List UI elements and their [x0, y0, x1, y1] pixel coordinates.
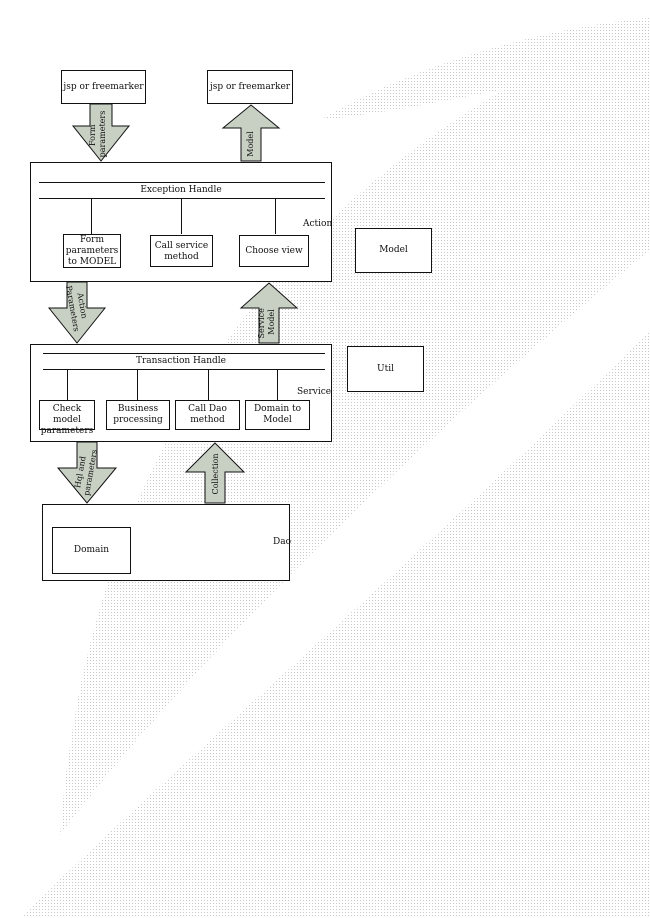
action-connector-1	[91, 198, 92, 234]
util-box: Util	[347, 346, 424, 392]
view-box-left: jsp or freemarker	[61, 70, 146, 104]
action-header: Exception Handle	[140, 185, 222, 195]
model-box: Model	[355, 228, 432, 273]
view-box-right: jsp or freemarker	[207, 70, 293, 104]
arrow-down-action-parameters: Action Parameters	[47, 281, 107, 344]
service-box-business-label: Business processing	[113, 404, 163, 425]
service-box-call-dao-label: Call Dao method	[188, 404, 227, 425]
action-connector-3	[275, 198, 276, 234]
service-box-domain-to-model: Domain to Model	[245, 400, 310, 430]
arrow-label-model: Model	[246, 131, 255, 157]
view-box-left-label: jsp or freemarker	[63, 82, 144, 92]
view-box-right-label: jsp or freemarker	[209, 82, 291, 92]
action-box-choose-view-label: Choose view	[245, 246, 303, 256]
util-box-label: Util	[377, 364, 394, 374]
arrow-up-service-model: Service Model	[239, 282, 299, 344]
arrow-label-form-parameters: Form parameters	[88, 111, 107, 158]
service-header: Transaction Handle	[135, 356, 227, 366]
domain-box-label: Domain	[73, 545, 110, 555]
service-box-business: Business processing	[106, 400, 170, 430]
arrow-up-collection: Collection	[184, 442, 246, 504]
arrow-label-collection: Collection	[211, 453, 220, 494]
action-box-call-service: Call service method	[150, 235, 213, 267]
service-box-call-dao: Call Dao method	[175, 400, 240, 430]
service-box-check-model-label: Check model parameters	[40, 404, 94, 436]
action-rule-bottom	[39, 198, 325, 199]
arrow-down-hql-parameters: Hql and parameters	[56, 441, 118, 504]
action-connector-2	[181, 198, 182, 234]
action-box-choose-view: Choose view	[239, 235, 309, 267]
service-connector-4	[277, 369, 278, 400]
service-tag: Service	[297, 387, 332, 397]
service-box-domain-to-model-label: Domain to Model	[253, 404, 302, 425]
service-rule-bottom	[43, 369, 325, 370]
action-box-form-params-label: Form parameters to MODEL	[65, 235, 119, 267]
service-rule-top	[43, 353, 325, 354]
service-connector-3	[208, 369, 209, 400]
action-tag: Action	[303, 219, 333, 229]
service-connector-1	[67, 369, 68, 400]
service-box-check-model: Check model parameters	[39, 400, 95, 436]
arrow-down-form-parameters: Form parameters	[71, 103, 131, 162]
action-box-call-service-label: Call service method	[154, 241, 209, 262]
action-rule-top	[39, 182, 325, 183]
action-box-form-params: Form parameters to MODEL	[63, 234, 121, 268]
arrow-label-service-model: Service Model	[257, 306, 276, 339]
dao-tag: Dao	[273, 537, 291, 547]
domain-box: Domain	[52, 527, 131, 574]
action-layer: Exception Handle Action Form parameters …	[30, 162, 332, 282]
dao-layer: Dao Domain	[42, 504, 291, 581]
model-box-label: Model	[379, 245, 408, 255]
service-connector-2	[137, 369, 138, 400]
arrow-up-model: Model	[221, 104, 281, 162]
service-layer: Transaction Handle Service Check model p…	[30, 344, 332, 442]
